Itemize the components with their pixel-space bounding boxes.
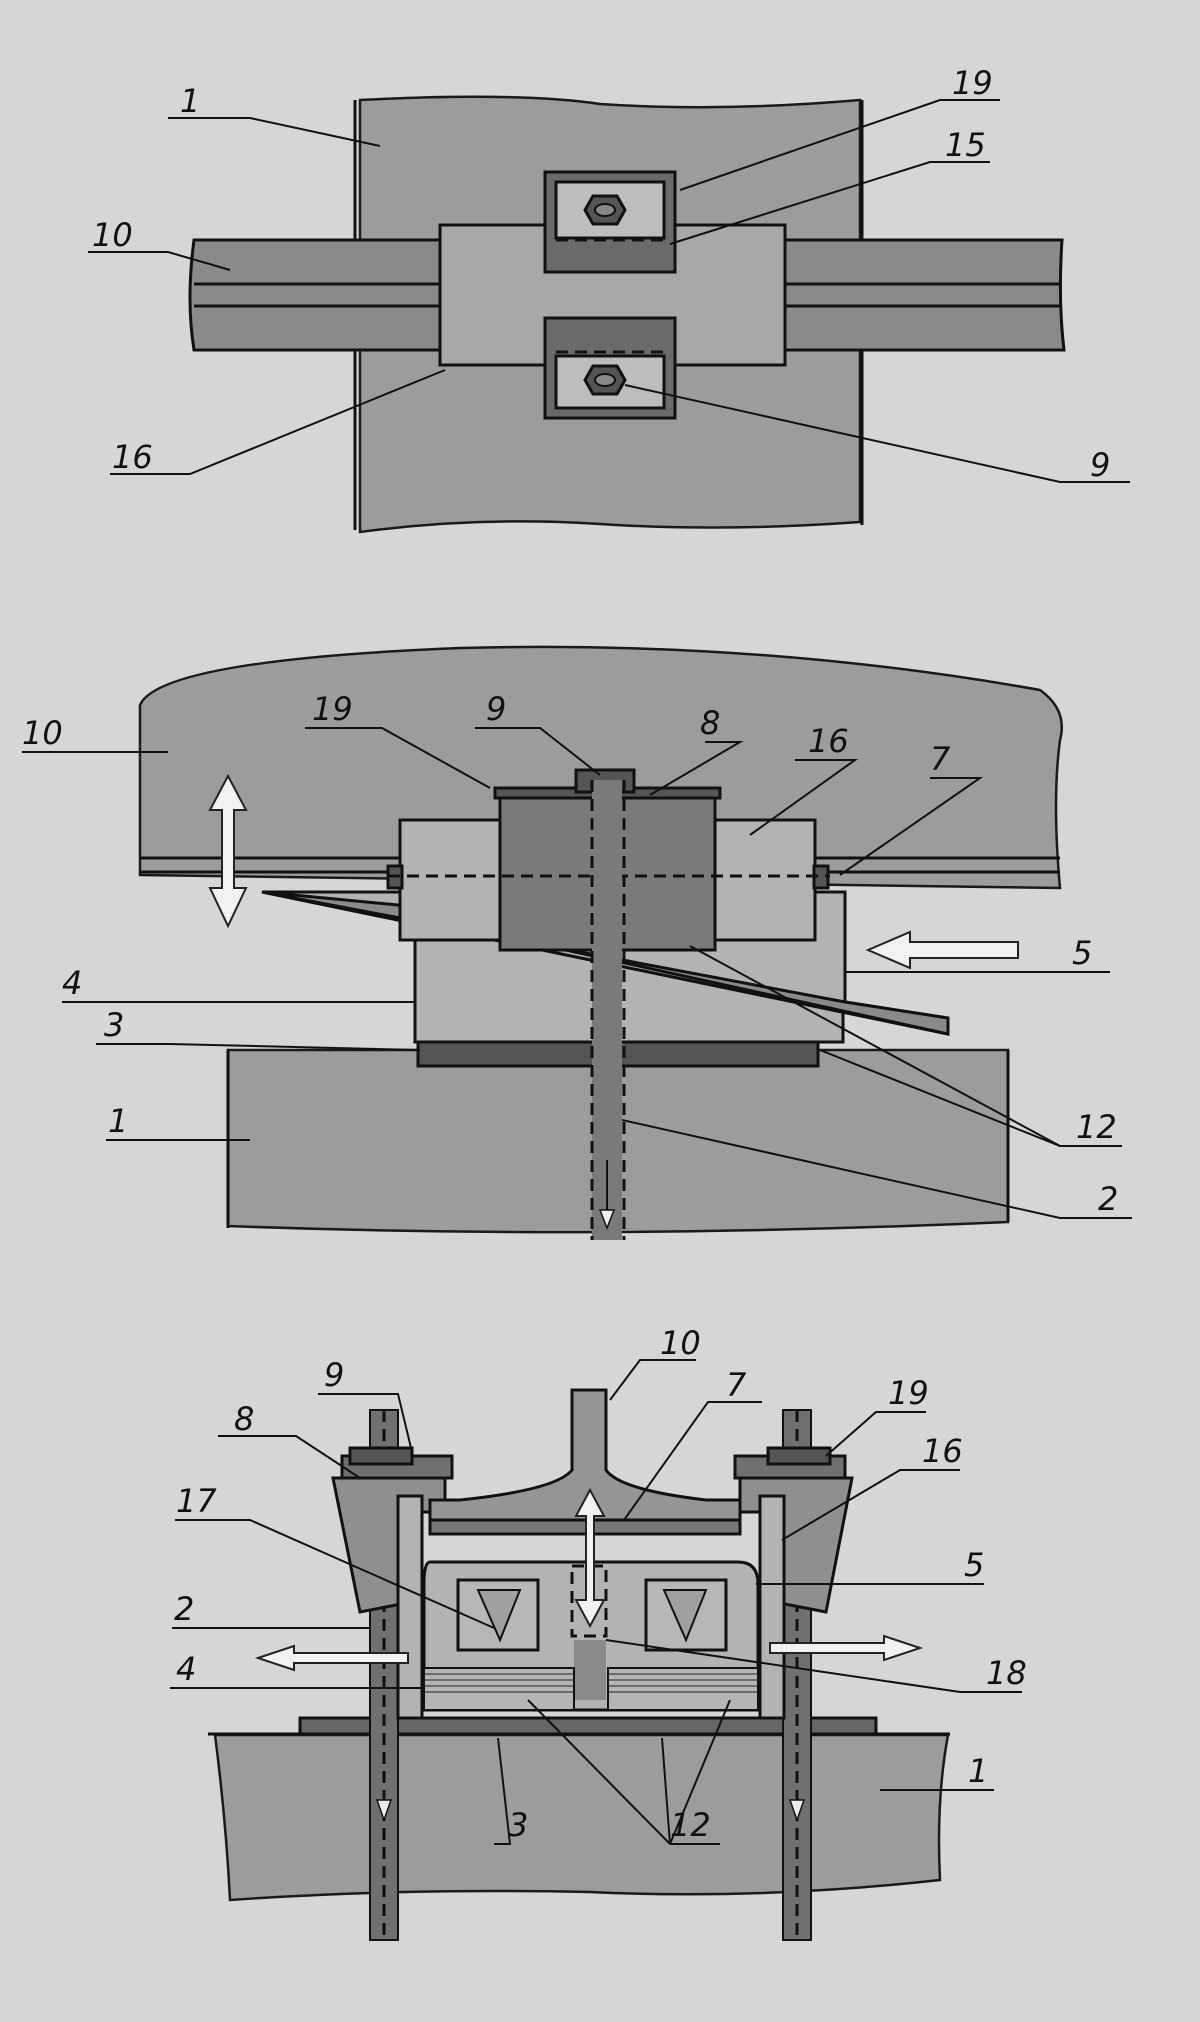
label-9: 9 [1090, 446, 1110, 484]
label-5: 5 [964, 1546, 984, 1584]
vertical-motion-arrow [208, 773, 248, 929]
label-8: 8 [700, 704, 720, 742]
label-2: 2 [1098, 1180, 1118, 1218]
vertical-motion-arrow [574, 1487, 606, 1629]
figure-side-view: 10 19 9 8 16 7 5 4 3 1 12 2 [22, 645, 1132, 1240]
label-9: 9 [486, 690, 506, 728]
label-9: 9 [324, 1356, 344, 1394]
label-4: 4 [176, 1650, 196, 1688]
bolt-head-9-left [348, 1446, 414, 1466]
left-motion-arrow [254, 1644, 409, 1672]
label-5: 5 [1072, 934, 1092, 972]
label-16: 16 [922, 1432, 963, 1470]
label-1: 1 [968, 1752, 988, 1790]
right-motion-arrow [769, 1634, 924, 1662]
label-1: 1 [108, 1102, 128, 1140]
label-19: 19 [952, 64, 993, 102]
label-17: 17 [176, 1482, 217, 1520]
label-10: 10 [92, 216, 133, 254]
label-19: 19 [312, 690, 353, 728]
label-15: 15 [945, 126, 986, 164]
beam-10 [138, 645, 1063, 890]
label-8: 8 [234, 1400, 254, 1438]
figure-cross-section: 10 9 7 19 8 16 17 5 2 4 18 1 3 12 [170, 1324, 1027, 1941]
plate-16-right [758, 1494, 786, 1720]
label-4: 4 [62, 964, 82, 1002]
label-16: 16 [808, 722, 849, 760]
label-2: 2 [174, 1590, 194, 1628]
guide-18 [570, 1564, 608, 1638]
wedge-push-arrow [865, 930, 1019, 970]
support-pillar-1 [213, 1733, 950, 1902]
label-7: 7 [726, 1366, 747, 1404]
label-12: 12 [1076, 1108, 1117, 1146]
label-18: 18 [986, 1654, 1027, 1692]
label-16: 16 [112, 438, 153, 476]
label-12: 12 [670, 1806, 711, 1844]
label-19: 19 [888, 1374, 929, 1412]
elastomer-layers-12-right [607, 1667, 759, 1711]
label-10: 10 [660, 1324, 701, 1362]
plate-16-left [396, 1494, 424, 1720]
bolt-head-9-right [766, 1446, 832, 1466]
label-1: 1 [180, 82, 200, 120]
label-10: 10 [22, 714, 63, 752]
figure-top-view: 1 19 15 10 16 9 [88, 64, 1130, 534]
label-3: 3 [104, 1006, 124, 1044]
base-plate-3 [298, 1716, 878, 1736]
label-7: 7 [930, 740, 951, 778]
label-3: 3 [508, 1806, 528, 1844]
